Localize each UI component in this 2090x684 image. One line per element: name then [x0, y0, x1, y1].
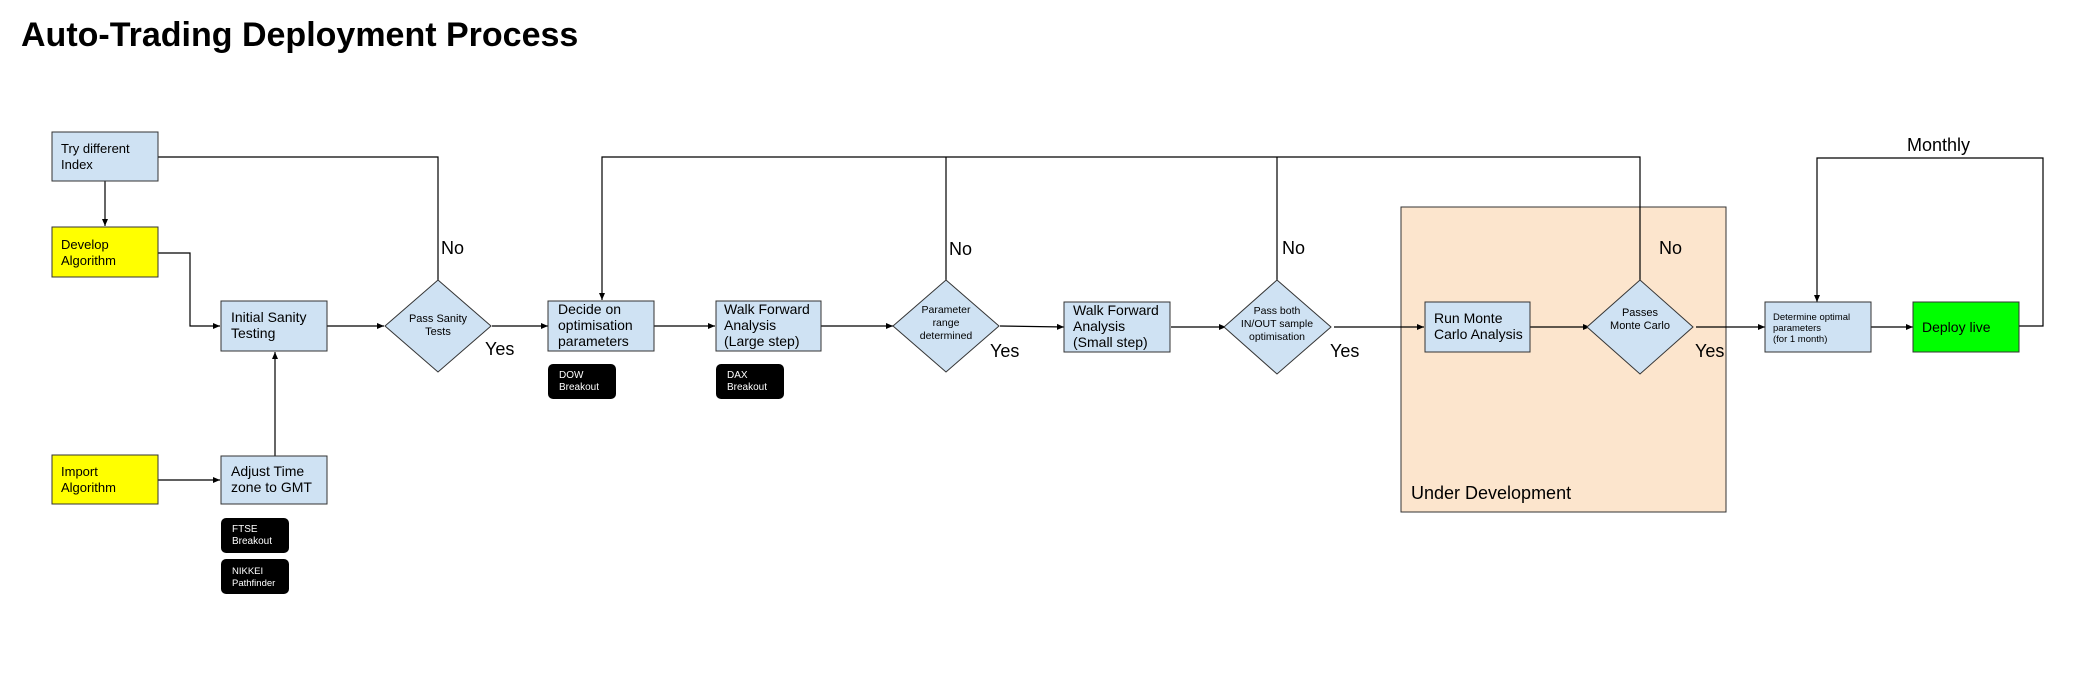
under-development-label: Under Development	[1411, 483, 1571, 503]
label-yes-inout: Yes	[1330, 341, 1359, 361]
label-yes-param: Yes	[990, 341, 1019, 361]
label-yes-mc: Yes	[1695, 341, 1724, 361]
label-monthly: Monthly	[1907, 135, 1970, 155]
edge-feedback-to-decide	[599, 156, 1641, 300]
page-title: Auto-Trading Deployment Process	[21, 16, 579, 54]
edge-develop-to-sanity	[158, 252, 220, 329]
label-no-sanity: No	[441, 238, 464, 258]
edge-pass-sanity-no	[158, 156, 439, 280]
svg-text:Deploy live: Deploy live	[1922, 319, 1991, 335]
label-no-inout: No	[1282, 238, 1305, 258]
label-yes-sanity: Yes	[485, 339, 514, 359]
label-no-param: No	[949, 239, 972, 259]
connectors	[102, 156, 2044, 483]
edge-monthly-loop	[1814, 157, 2044, 327]
node-deploy-live[interactable]: Deploy live	[1912, 301, 2020, 353]
label-no-mc: No	[1659, 238, 1682, 258]
edge-param-yes	[999, 323, 1065, 330]
under-development-region	[1400, 206, 1727, 513]
